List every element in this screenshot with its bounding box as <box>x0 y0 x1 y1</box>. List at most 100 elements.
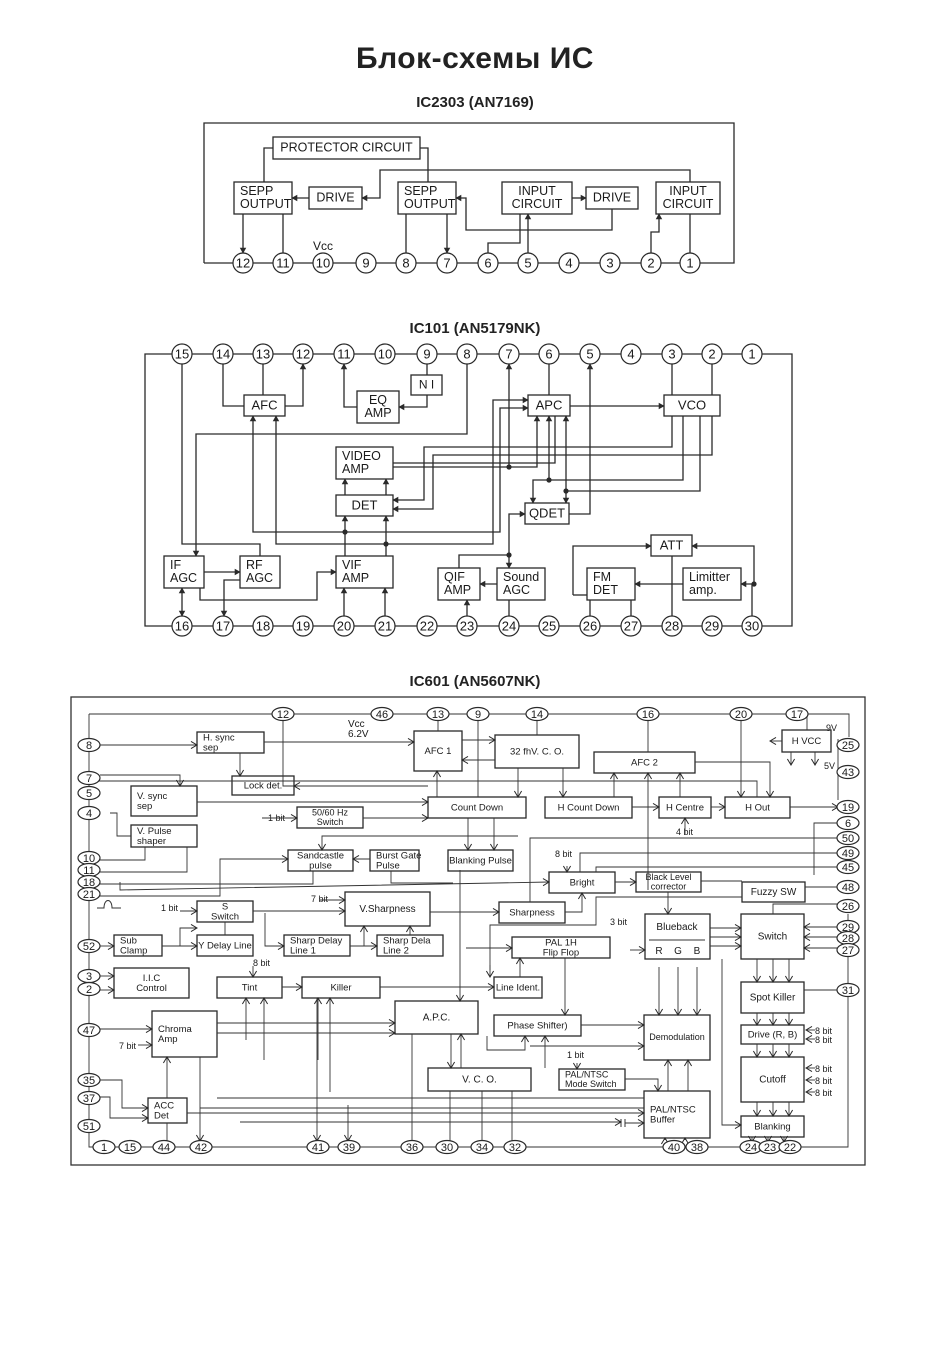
pin-29: 29 <box>701 615 723 637</box>
pin-10: 10 <box>77 850 101 866</box>
pin-number: 18 <box>256 619 270 634</box>
arrow-head <box>540 1035 550 1043</box>
ic101-title: IC101 (AN5179NK) <box>409 320 541 337</box>
connection-line <box>393 416 713 510</box>
pin-8: 8 <box>77 737 101 753</box>
arrow-head <box>443 247 451 254</box>
connection-line <box>579 852 838 872</box>
pin-3: 3 <box>599 252 621 274</box>
connection-line <box>813 822 838 875</box>
arrow-head <box>405 925 415 933</box>
arrow-head <box>691 542 698 550</box>
drive-1-block-label: DRIVE <box>316 191 354 205</box>
bit-label: 8 bit <box>555 849 573 859</box>
afc2-block: AFC 2 <box>593 751 696 774</box>
if-agc-block-label: AGC <box>170 571 197 585</box>
pin-number: 52 <box>83 941 95 953</box>
blueback-label: Blueback <box>656 922 698 933</box>
arrow-head <box>492 907 500 917</box>
pin-23: 23 <box>456 615 478 637</box>
arrow-head <box>805 1075 813 1085</box>
chroma-amp-block-label: Amp <box>158 1034 178 1045</box>
arrow-head <box>558 790 568 798</box>
iic-block-label: I.I.C <box>143 973 161 984</box>
pin-number: 24 <box>502 619 516 634</box>
count-down-block: Count Down <box>427 796 527 819</box>
pin-26: 26 <box>836 898 860 914</box>
bit-label: 1 bit <box>567 1050 585 1060</box>
pin-24: 24 <box>498 615 520 637</box>
pin-number: 10 <box>316 256 330 271</box>
arrow-head <box>479 580 486 588</box>
connection-line <box>275 480 386 545</box>
connection-line <box>532 416 684 503</box>
page-title: Блок-схемы ИС <box>356 42 594 75</box>
arrow-head <box>192 550 200 557</box>
arrow-head <box>560 1008 570 1016</box>
pin-number: 8 <box>463 347 470 362</box>
connection-line <box>529 837 838 902</box>
pin-number: 1 <box>686 256 693 271</box>
pin-42: 42 <box>189 1139 213 1155</box>
h-vcc-block-label: H VCC <box>792 736 822 747</box>
pin-number: 7 <box>505 347 512 362</box>
video-amp-block-label: AMP <box>342 462 369 476</box>
pin-6: 6 <box>477 252 499 274</box>
v-sync-sep-block-label: V. sync <box>137 791 168 802</box>
pin-number: 15 <box>124 1142 136 1154</box>
if-agc-block-label: IF <box>170 558 181 572</box>
pin-32: 32 <box>503 1139 527 1155</box>
pal-1h-block-label: PAL 1H <box>545 937 577 948</box>
h-vcc-block: H VCC <box>781 729 832 753</box>
connection-line <box>572 545 651 595</box>
sandcastle-block-label: pulse <box>309 860 332 871</box>
switch-block-label: Switch <box>758 931 787 942</box>
pin-number: 36 <box>406 1142 418 1154</box>
arrow-head <box>784 1018 794 1026</box>
sharp-delay1-block-label: Sharp Delay <box>290 935 343 946</box>
vcc-voltage-label: 6.2V <box>348 729 369 740</box>
arrow-head <box>692 1008 702 1016</box>
pin-number: 25 <box>542 619 556 634</box>
protector-circuit-block-label: PROTECTOR CIRCUIT <box>280 141 413 155</box>
arrow-head <box>810 758 820 766</box>
bit-label: 8 bit <box>815 1035 833 1045</box>
bit-label: 1 bit <box>161 903 179 913</box>
arrow-head <box>382 515 390 522</box>
connection-line <box>100 774 181 786</box>
connection-line <box>569 364 591 515</box>
connection-line <box>345 407 528 533</box>
arrow-head <box>609 772 619 780</box>
pin-number: 26 <box>842 901 854 913</box>
pin-6: 6 <box>538 343 560 365</box>
pin-1: 1 <box>741 343 763 365</box>
pin-number: 2 <box>647 256 654 271</box>
arrow-head <box>392 505 399 513</box>
pin-number: 24 <box>745 1142 757 1154</box>
h-sync-sep-block-label: H. sync <box>203 732 235 743</box>
pin-48: 48 <box>836 879 860 895</box>
arrow-head <box>505 363 513 370</box>
arrow-head <box>190 740 198 750</box>
pin-35: 35 <box>77 1072 101 1088</box>
arrow-head <box>162 1056 172 1064</box>
drive-rb-block: Drive (R, B) <box>740 1024 805 1045</box>
arrow-head <box>141 1113 149 1123</box>
arrow-head <box>805 1025 813 1035</box>
pin-number: 15 <box>175 347 189 362</box>
connection-line <box>223 579 240 616</box>
pin-number: 43 <box>842 767 854 779</box>
pin-17: 17 <box>212 615 234 637</box>
pin-19: 19 <box>292 615 314 637</box>
pin-number: 38 <box>691 1142 703 1154</box>
pin-44: 44 <box>152 1139 176 1155</box>
bit-label: 8 bit <box>815 1088 833 1098</box>
pin-12: 12 <box>292 343 314 365</box>
acc-det-block-label: ACC <box>154 1100 174 1111</box>
pin-5: 5 <box>579 343 601 365</box>
